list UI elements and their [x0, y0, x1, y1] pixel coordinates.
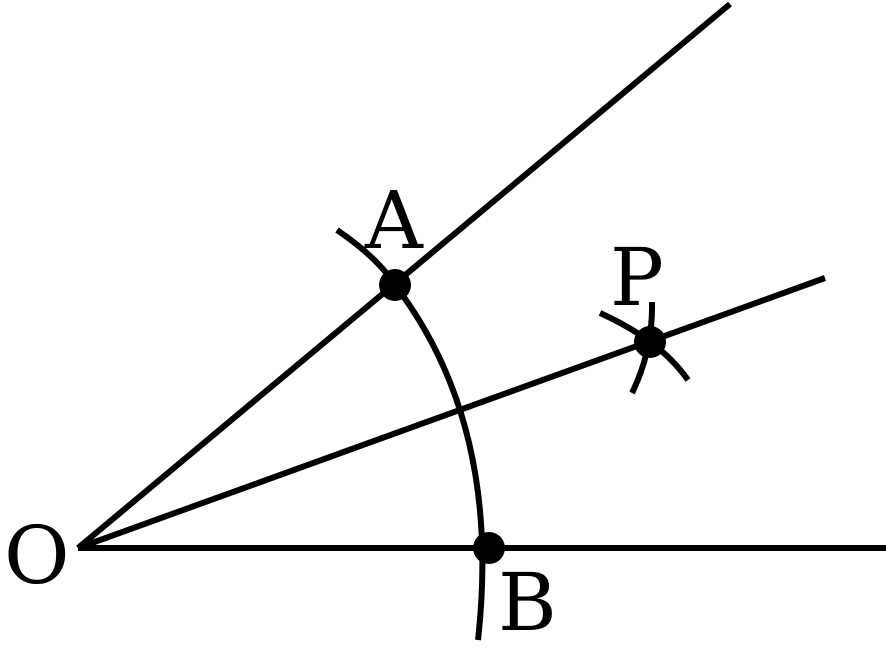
- point-p: [634, 326, 666, 358]
- label-a: A: [364, 174, 424, 267]
- ray-op-bisector: [76, 275, 827, 551]
- label-b: B: [498, 556, 557, 649]
- label-p: P: [610, 231, 664, 324]
- point-a: [379, 269, 411, 301]
- label-o: O: [4, 509, 70, 602]
- point-b: [473, 532, 505, 564]
- compass-arc-ab: [392, 283, 486, 641]
